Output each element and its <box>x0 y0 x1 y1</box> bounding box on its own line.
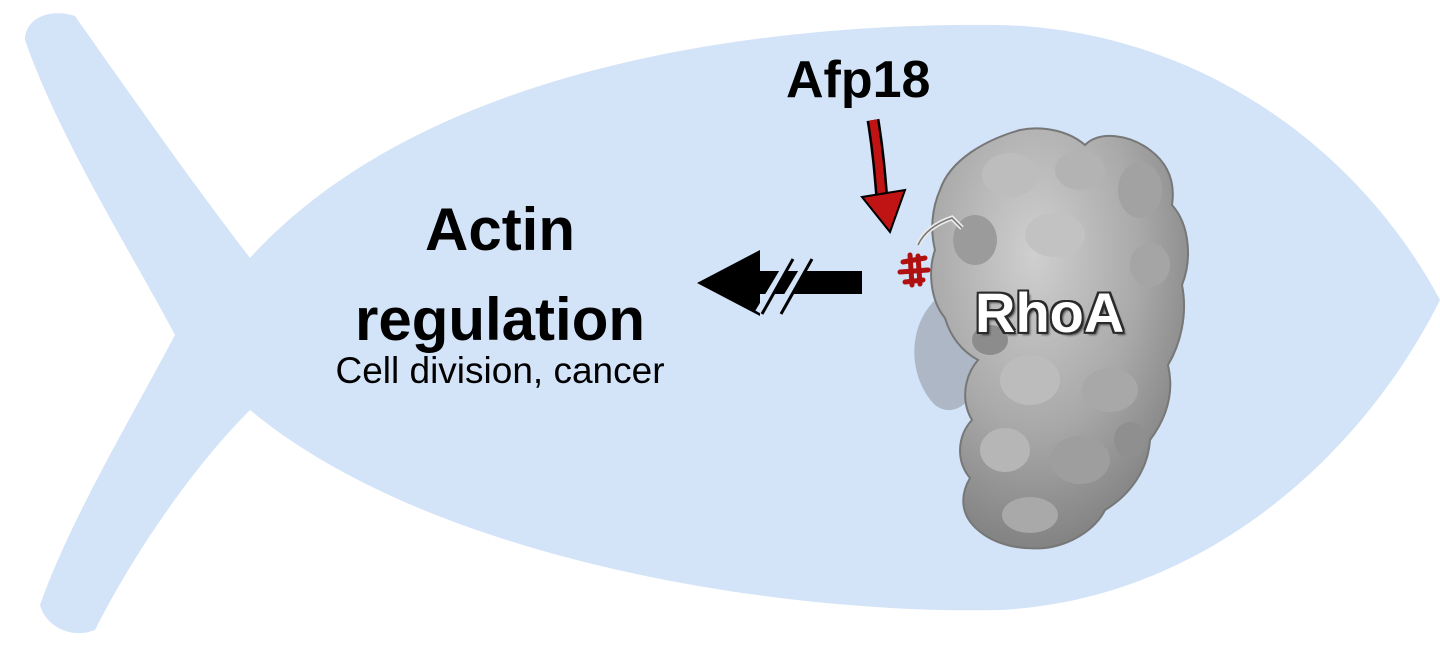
fish-silhouette <box>25 13 1440 634</box>
red-down-arrow <box>860 118 907 235</box>
subtitle-label: Cell division, cancer <box>335 350 665 391</box>
afp18-label: Afp18 <box>786 51 931 109</box>
rhoa-label: RhoA <box>975 281 1125 344</box>
blocked-arrow-icon <box>697 250 862 316</box>
actin-line-2: regulation <box>354 286 645 353</box>
actin-regulation-label: Actin regulation <box>330 185 670 365</box>
protein-surface-structure <box>897 127 1189 550</box>
actin-line-1: Actin <box>425 196 575 263</box>
red-modification-stick <box>897 252 931 288</box>
